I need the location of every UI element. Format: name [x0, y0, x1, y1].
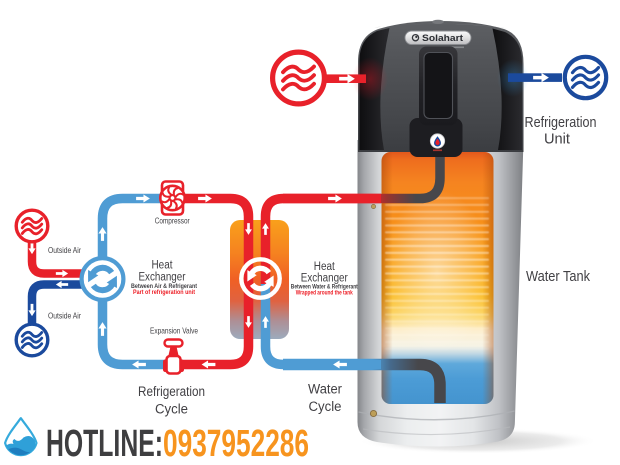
svg-text:Outside Air: Outside Air [48, 246, 81, 255]
svg-text:Exchanger: Exchanger [139, 272, 186, 284]
svg-text:HOTLINE:: HOTLINE: [46, 423, 163, 465]
svg-text:Cycle: Cycle [309, 399, 342, 414]
svg-text:Solahart: Solahart [422, 33, 463, 43]
svg-text:Outside Air: Outside Air [48, 312, 81, 321]
svg-text:Part of refrigeration unit: Part of refrigeration unit [133, 289, 196, 296]
svg-text:Refrigeration: Refrigeration [525, 114, 597, 131]
svg-text:Wrapped around the tank: Wrapped around the tank [296, 289, 353, 296]
svg-text:Exchanger: Exchanger [301, 273, 348, 285]
svg-text:Between Air & Refrigerant: Between Air & Refrigerant [131, 283, 198, 290]
svg-text:0937952286: 0937952286 [163, 423, 309, 465]
svg-text:Cycle: Cycle [155, 402, 188, 417]
svg-text:Heat: Heat [314, 261, 336, 273]
svg-text:Compressor: Compressor [155, 216, 190, 226]
svg-text:Water Tank: Water Tank [526, 268, 590, 285]
svg-text:Between Water & Refrigerant: Between Water & Refrigerant [291, 283, 359, 290]
svg-text:Refrigeration: Refrigeration [138, 384, 205, 399]
svg-text:Unit: Unit [544, 131, 571, 148]
svg-text:Heat: Heat [152, 260, 174, 272]
svg-text:Expansion Valve: Expansion Valve [150, 326, 198, 336]
svg-text:Water: Water [308, 382, 342, 397]
